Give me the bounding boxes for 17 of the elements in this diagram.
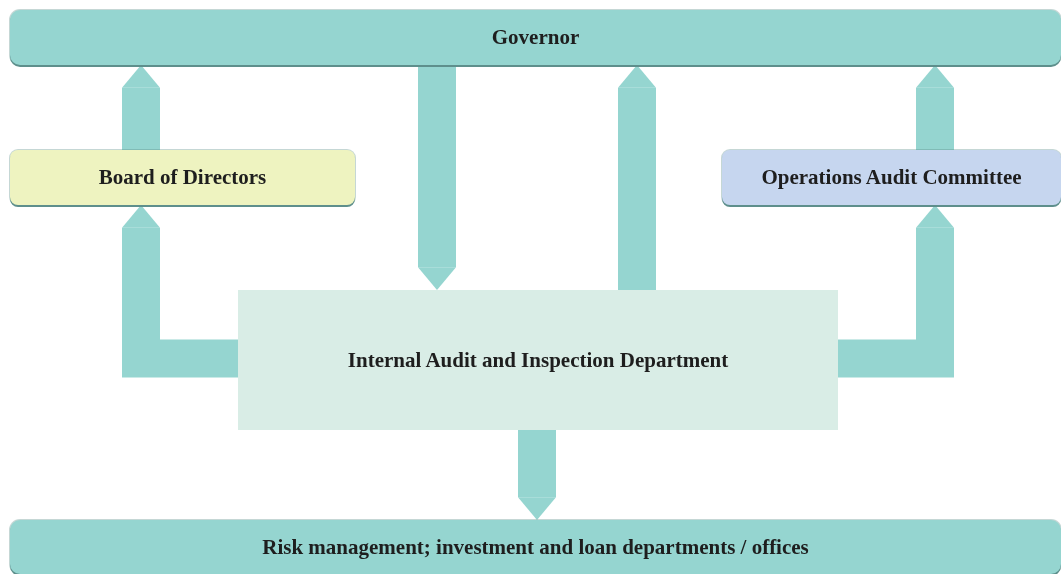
box-label: Governor (490, 25, 581, 50)
label-box (10, 150, 355, 205)
block-arrow (916, 65, 954, 150)
block-arrow (518, 430, 556, 520)
box-label: Internal Audit and Inspection Department (346, 347, 730, 373)
box-label: Board of Directors (97, 165, 268, 190)
block-arrow (838, 205, 954, 378)
block-arrow (122, 65, 160, 150)
label-box (722, 150, 1061, 205)
process-box (238, 290, 838, 430)
title-bar (10, 10, 1061, 65)
box-label: Operations Audit Committee (760, 165, 1023, 190)
box-label: Risk management; investment and loan departments / offices (261, 534, 810, 560)
block-arrow (418, 65, 456, 290)
block-arrow (618, 65, 656, 290)
title-bar (10, 520, 1061, 574)
block-arrow (122, 205, 238, 378)
